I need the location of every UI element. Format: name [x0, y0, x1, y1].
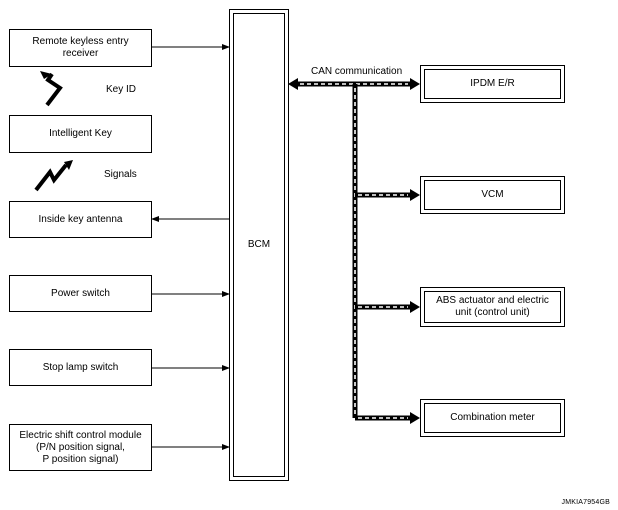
remote-keyless-entry-receiver-label: Remote keyless entry receiver [32, 36, 129, 59]
abs-actuator-inner-frame: ABS actuator and electric unit (control … [424, 291, 561, 323]
combination-meter-box: Combination meter [420, 399, 565, 437]
can-communication-label: CAN communication [311, 66, 403, 77]
intelligent-key-box: Intelligent Key [9, 115, 152, 153]
inside-key-antenna-label: Inside key antenna [38, 213, 123, 225]
abs-actuator-box: ABS actuator and electric unit (control … [420, 287, 565, 327]
figure-code: JMKIA7954GB [561, 499, 610, 506]
ipdm-er-box: IPDM E/R [420, 65, 565, 103]
electric-shift-control-module-box: Electric shift control module (P/N posit… [9, 424, 152, 471]
key-id-radio-icon [45, 72, 63, 107]
combination-meter-label: Combination meter [450, 412, 535, 423]
signals-label: Signals [104, 169, 137, 180]
inside-key-antenna-box: Inside key antenna [9, 201, 152, 238]
power-switch-box: Power switch [9, 275, 152, 312]
ipdm-er-inner-frame: IPDM E/R [424, 69, 561, 99]
ipdm-er-label: IPDM E/R [470, 78, 515, 89]
can-bus [288, 78, 420, 424]
electric-shift-control-module-label: Electric shift control module (P/N posit… [19, 429, 142, 465]
power-switch-label: Power switch [51, 287, 110, 299]
intelligent-key-label: Intelligent Key [49, 128, 112, 139]
vcm-inner-frame: VCM [424, 180, 561, 210]
bcm-box: BCM [229, 9, 289, 481]
stop-lamp-switch-label: Stop lamp switch [42, 361, 119, 373]
combination-meter-inner-frame: Combination meter [424, 403, 561, 433]
bcm-inner-frame: BCM [233, 13, 285, 477]
remote-keyless-entry-receiver-box: Remote keyless entry receiver [9, 29, 152, 67]
stop-lamp-switch-box: Stop lamp switch [9, 349, 152, 386]
vcm-label: VCM [481, 189, 504, 200]
key-id-label: Key ID [106, 84, 137, 95]
signals-radio-icon [34, 163, 68, 192]
abs-actuator-label: ABS actuator and electric unit (control … [436, 295, 549, 318]
bcm-label: BCM [247, 239, 271, 250]
vcm-box: VCM [420, 176, 565, 214]
